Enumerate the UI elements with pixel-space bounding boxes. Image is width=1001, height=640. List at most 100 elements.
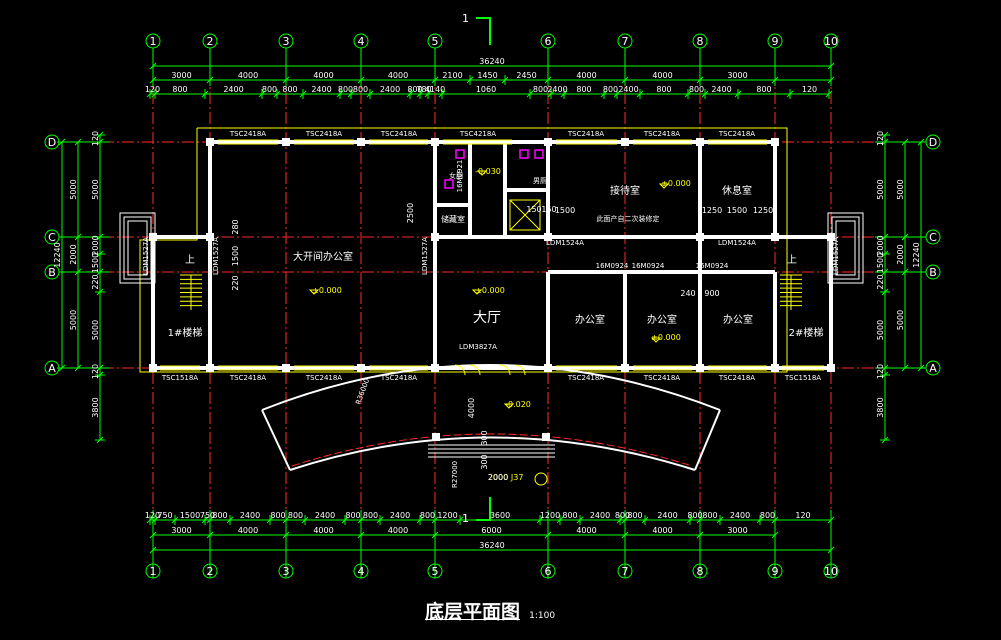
dim-bottom-openings-text: 1200 — [437, 511, 457, 520]
dim-bottom-total-text: 36240 — [479, 541, 504, 550]
inner-dim: 1500 — [231, 246, 240, 266]
dim-top-bays-text: 4000 — [576, 71, 596, 80]
level-marker — [503, 403, 515, 409]
dim-right-detail-text: 120 — [876, 364, 885, 379]
door-label: LDM1527A — [421, 237, 429, 275]
dim-bottom-openings-text: 120 — [145, 511, 160, 520]
shaft-x — [509, 199, 541, 231]
door-swing — [514, 364, 526, 376]
column — [206, 233, 214, 241]
column — [771, 233, 779, 241]
inner-dim: 280 — [231, 219, 240, 234]
dim-top-openings-text: 800 — [689, 85, 704, 94]
axis-bubble — [353, 33, 369, 49]
window-label-north: TSC4218A — [459, 130, 496, 138]
dim-left-detail-text: 120 — [91, 364, 100, 379]
canopy-outer — [261, 364, 721, 411]
detail-bubble — [534, 472, 548, 486]
dim-right-detail-text: 220 — [876, 274, 885, 289]
window-label-south: TSC2418A — [380, 374, 417, 382]
axis-bubble — [44, 264, 60, 280]
window-label-south: TSC1518A — [784, 374, 821, 382]
axis-bubble-label: 8 — [697, 565, 704, 578]
inner-dim: 150 — [541, 205, 556, 214]
dim-top-openings-text: 800 — [603, 85, 618, 94]
axis-bubble-label: D — [48, 136, 56, 149]
axis-bubble-label: C — [48, 231, 56, 244]
axis-bubble — [925, 360, 941, 376]
door-label: LDM1524A — [546, 239, 584, 247]
dim-top-bays-text: 4000 — [238, 71, 258, 80]
inner-dim: 1500 — [555, 206, 575, 215]
dim-top-openings-text: 800 — [407, 85, 422, 94]
section-mark-label-bottom: 1 — [462, 512, 469, 525]
inner-dim: 2000 — [488, 473, 508, 482]
dim-right-detail-text: 3800 — [876, 397, 885, 417]
dim-bottom-bays-text: 3000 — [727, 526, 747, 535]
level-marker — [471, 289, 483, 295]
column — [696, 233, 704, 241]
inner-dim: 300 — [480, 430, 489, 445]
door-label: LDM1527A — [212, 237, 220, 275]
axis-bubble-label: 2 — [207, 565, 214, 578]
dim-top-bays-text: 1450 — [477, 71, 497, 80]
dim-top-openings-text: 2400 — [618, 85, 638, 94]
column — [827, 233, 835, 241]
axis-bubble — [925, 264, 941, 280]
shaft — [509, 199, 541, 231]
axis-bubble-label: 4 — [358, 35, 365, 48]
column — [357, 138, 365, 146]
level-open-office: ±0.000 — [312, 286, 342, 295]
axis-bubble-label: 6 — [545, 565, 552, 578]
level-reception: ±0.000 — [661, 179, 691, 188]
axis-bubble-label: 3 — [283, 35, 290, 48]
column — [357, 364, 365, 372]
column — [696, 138, 704, 146]
level-office: ±0.000 — [651, 333, 681, 342]
dim-right-a-text: 5000 — [896, 179, 905, 199]
axis-bubble — [44, 134, 60, 150]
column — [206, 138, 214, 146]
dim-bottom-openings-text: 2400 — [240, 511, 260, 520]
dim-right-detail-text: 5000 — [876, 179, 885, 199]
axis-bubble — [692, 33, 708, 49]
side-entrance-steps — [835, 220, 856, 276]
section-mark-bottom — [476, 497, 491, 521]
axis-bubble-label: 1 — [150, 35, 157, 48]
window-label-north: TSC2418A — [380, 130, 417, 138]
dim-top-openings-text: 800 — [576, 85, 591, 94]
dim-bottom-openings-text: 750 — [200, 511, 215, 520]
column — [149, 233, 157, 241]
dim-right-detail-text: 120 — [876, 131, 885, 146]
dim-bottom-openings-text: 800 — [270, 511, 285, 520]
dim-left-total-text: 12240 — [53, 242, 62, 267]
level-hall: ±0.000 — [475, 286, 505, 295]
axis-bubble — [145, 33, 161, 49]
axis-bubble — [540, 563, 556, 579]
axis-bubble — [427, 33, 443, 49]
column — [282, 364, 290, 372]
dim-top-openings-text: 800 — [282, 85, 297, 94]
column — [827, 364, 835, 372]
dim-bottom-openings-text: 800 — [627, 511, 642, 520]
door-label: 16M0921 — [456, 160, 464, 193]
column — [771, 138, 779, 146]
dim-left-detail-text: 5000 — [91, 320, 100, 340]
dim-left-a-text: 2000 — [69, 244, 78, 264]
inner-dim: 1250 — [753, 206, 773, 215]
outer-outline — [139, 127, 788, 373]
toilet-fixture — [519, 149, 529, 159]
axis-bubble-label: A — [929, 362, 937, 375]
inner-dim: 1250 — [702, 206, 722, 215]
door-label: 16M0924 — [632, 262, 665, 270]
dim-left-a-text: 5000 — [69, 310, 78, 330]
inner-dim: 2500 — [406, 203, 415, 223]
dim-bottom-bays-text: 4000 — [388, 526, 408, 535]
dim-top-openings-text: 120 — [802, 85, 817, 94]
axis-bubble-label: 9 — [772, 35, 779, 48]
axis-bubble-label: 7 — [622, 35, 629, 48]
column — [621, 138, 629, 146]
dim-bottom-openings-text: 800 — [760, 511, 775, 520]
dim-top-bays-text: 3000 — [727, 71, 747, 80]
